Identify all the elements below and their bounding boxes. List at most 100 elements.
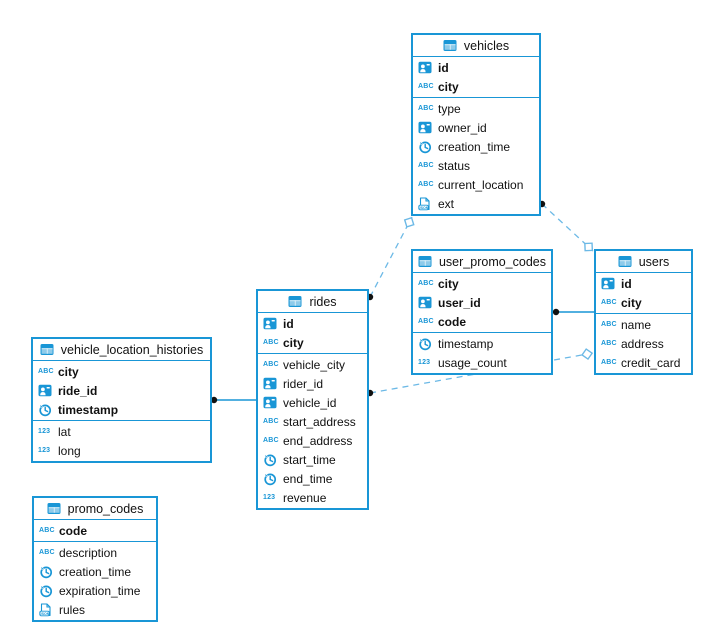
text-type-icon: ABC	[39, 527, 55, 534]
column-label: code	[438, 314, 467, 329]
text-type-icon: ABC	[601, 359, 617, 366]
text-type-icon: ABC	[418, 181, 434, 188]
number-type-icon: 123	[263, 494, 276, 501]
text-type-icon-slot: ABC	[263, 339, 279, 346]
column-label: end_time	[283, 471, 333, 486]
column-label: id	[621, 276, 632, 291]
column-row-timestamp[interactable]: timestamp	[33, 400, 210, 419]
table-header[interactable]: vehicles	[413, 35, 539, 57]
relation-vehicles-to-users[interactable]	[538, 200, 594, 252]
relation-rides-to-vehicles[interactable]	[366, 216, 415, 301]
column-label: end_address	[283, 433, 353, 448]
person-icon	[601, 277, 617, 290]
column-row-user_id[interactable]: user_id	[413, 293, 551, 312]
column-row-id[interactable]: id	[413, 58, 539, 77]
table-header[interactable]: promo_codes	[34, 498, 156, 520]
relation-vehicle_location_histories-to-rides[interactable]	[210, 396, 257, 404]
column-row-owner_id[interactable]: owner_id	[413, 118, 539, 137]
table-header[interactable]: user_promo_codes	[413, 251, 551, 273]
table-header[interactable]: rides	[258, 291, 367, 313]
column-label: owner_id	[438, 120, 487, 135]
column-label: code	[59, 523, 88, 538]
table-header[interactable]: vehicle_location_histories	[33, 339, 210, 361]
column-row-ride_id[interactable]: ride_id	[33, 381, 210, 400]
column-row-id[interactable]: id	[258, 314, 367, 333]
text-type-icon-slot: ABC	[263, 361, 279, 368]
column-row-rules[interactable]: JSON rules	[34, 600, 156, 619]
number-type-icon-slot: 123	[38, 447, 54, 454]
column-label: creation_time	[59, 564, 132, 579]
text-type-icon-slot: ABC	[418, 280, 434, 287]
column-row-creation_time[interactable]: creation_time	[413, 137, 539, 156]
table-title: promo_codes	[67, 501, 144, 516]
column-row-code[interactable]: ABC code	[34, 521, 156, 540]
column-label: timestamp	[58, 402, 119, 417]
column-row-end_time[interactable]: end_time	[258, 469, 367, 488]
column-label: type	[438, 101, 461, 116]
number-type-icon: 123	[38, 428, 51, 435]
column-row-start_time[interactable]: start_time	[258, 450, 367, 469]
column-label: rules	[59, 602, 86, 617]
relation-user_promo_codes-to-users[interactable]	[552, 308, 595, 316]
clock-icon	[263, 472, 279, 486]
person-icon	[38, 384, 54, 397]
column-row-vehicle_id[interactable]: vehicle_id	[258, 393, 367, 412]
column-label: creation_time	[438, 139, 511, 154]
column-row-expiration_time[interactable]: expiration_time	[34, 581, 156, 600]
column-row-rider_id[interactable]: rider_id	[258, 374, 367, 393]
clock-icon	[39, 584, 55, 598]
column-label: start_time	[283, 452, 336, 467]
table-title: user_promo_codes	[438, 254, 546, 269]
text-type-icon: ABC	[418, 162, 434, 169]
text-type-icon-slot: ABC	[39, 527, 55, 534]
column-label: name	[621, 317, 652, 332]
column-label: vehicle_id	[283, 395, 337, 410]
text-type-icon: ABC	[418, 280, 434, 287]
text-type-icon: ABC	[263, 339, 279, 346]
person-icon	[418, 121, 434, 134]
number-type-icon: 123	[418, 359, 431, 366]
text-type-icon: ABC	[418, 83, 434, 90]
column-row-timestamp[interactable]: timestamp	[413, 334, 551, 353]
relation-line[interactable]	[369, 216, 413, 298]
column-label: start_address	[283, 414, 356, 429]
table-title: vehicle_location_histories	[60, 342, 204, 357]
relation-endpoint-diamond	[581, 348, 594, 361]
column-row-id[interactable]: id	[596, 274, 691, 293]
table-header[interactable]: users	[596, 251, 691, 273]
relation-endpoint-diamond	[584, 242, 594, 252]
svg-text:JSON: JSON	[40, 611, 50, 615]
column-row-creation_time[interactable]: creation_time	[34, 562, 156, 581]
